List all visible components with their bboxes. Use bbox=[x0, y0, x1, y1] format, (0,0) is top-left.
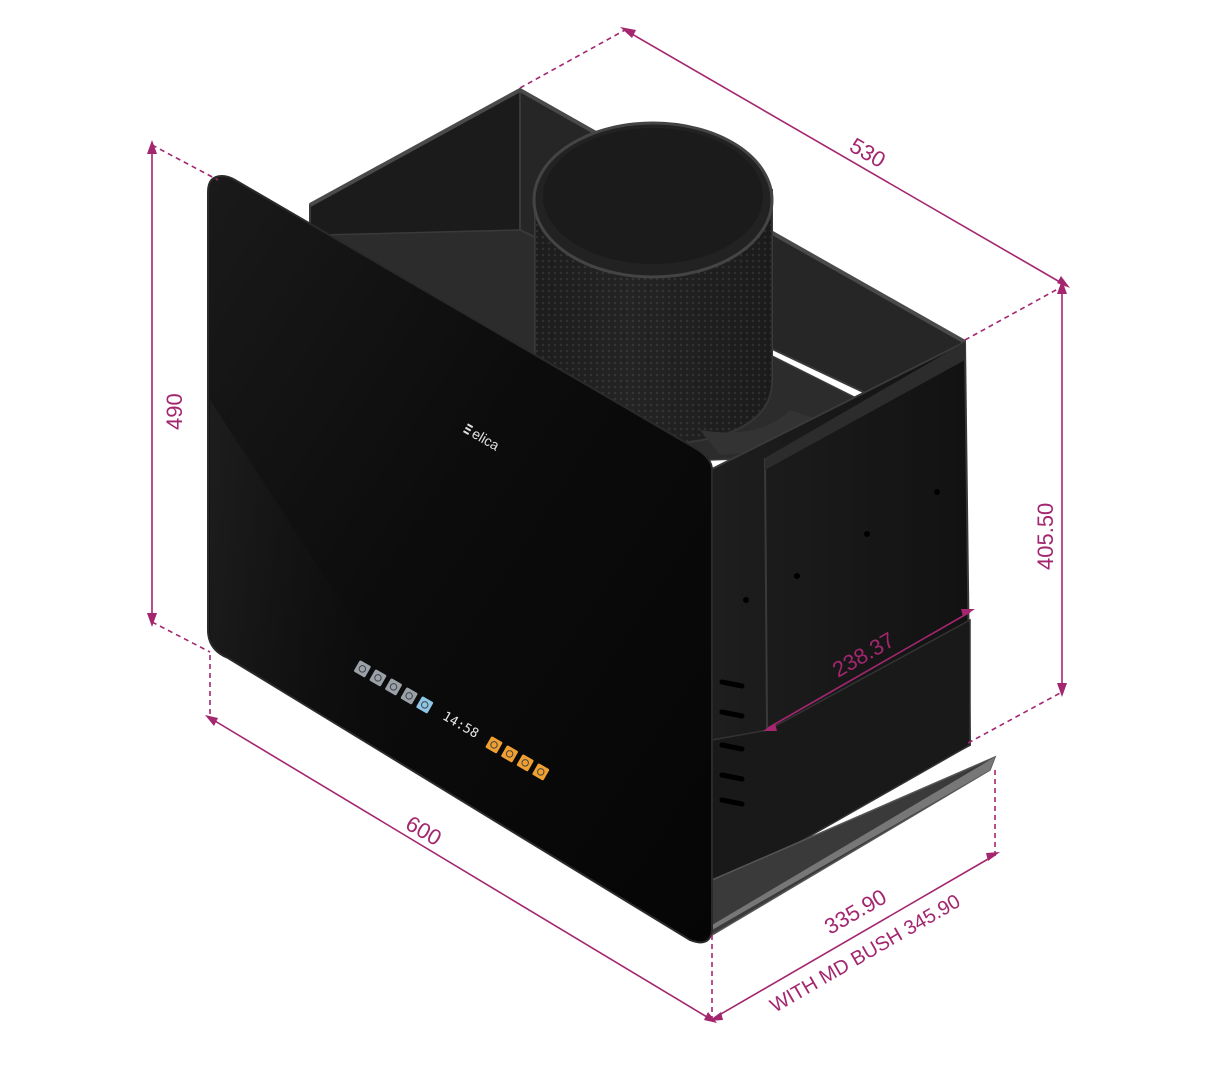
fan-speed-1-icon-glyph bbox=[374, 674, 382, 682]
logo-icon bbox=[467, 423, 474, 429]
box-top-rim bbox=[309, 87, 966, 344]
dim-line-side-depth bbox=[767, 611, 971, 729]
fan-icon-glyph bbox=[358, 665, 367, 673]
control-buttons-right bbox=[485, 736, 550, 781]
vent-slots bbox=[719, 679, 745, 807]
fan-speed-2-icon[interactable] bbox=[385, 678, 403, 696]
boost-icon-glyph bbox=[421, 701, 429, 709]
dim-label-depth: 530 bbox=[846, 133, 890, 173]
light-dim-icon[interactable] bbox=[501, 745, 519, 763]
power-icon-glyph bbox=[537, 768, 545, 776]
control-buttons-left bbox=[354, 660, 434, 714]
dimension-lines bbox=[151, 29, 1066, 1022]
screw-holes bbox=[743, 489, 940, 603]
light-warm-icon-glyph bbox=[521, 759, 529, 767]
fan-speed-3-icon[interactable] bbox=[400, 687, 418, 705]
light-warm-icon[interactable] bbox=[516, 754, 534, 772]
fan-icon[interactable] bbox=[354, 660, 372, 678]
boost-icon[interactable] bbox=[416, 696, 434, 714]
power-icon[interactable] bbox=[532, 763, 550, 781]
dim-line-depth bbox=[624, 29, 1066, 286]
dimension-arrows bbox=[147, 27, 1070, 1023]
fan-speed-1-icon[interactable] bbox=[369, 669, 387, 687]
dim-line-outlet-depth bbox=[713, 854, 996, 1019]
dim-label-width: 600 bbox=[402, 811, 446, 851]
light-dim-icon-glyph bbox=[505, 750, 514, 758]
light-icon[interactable] bbox=[485, 736, 503, 754]
dim-label-height-side: 405.50 bbox=[1033, 503, 1058, 570]
light-icon-glyph bbox=[490, 741, 498, 749]
dim-line-width bbox=[209, 717, 713, 1021]
dim-label-height-total: 490 bbox=[162, 393, 187, 430]
dim-label-outlet-depth: 335.90 bbox=[820, 884, 891, 939]
motor-cylinder bbox=[532, 121, 820, 455]
fan-speed-2-icon-glyph bbox=[389, 683, 398, 691]
fan-speed-3-icon-glyph bbox=[405, 692, 413, 700]
